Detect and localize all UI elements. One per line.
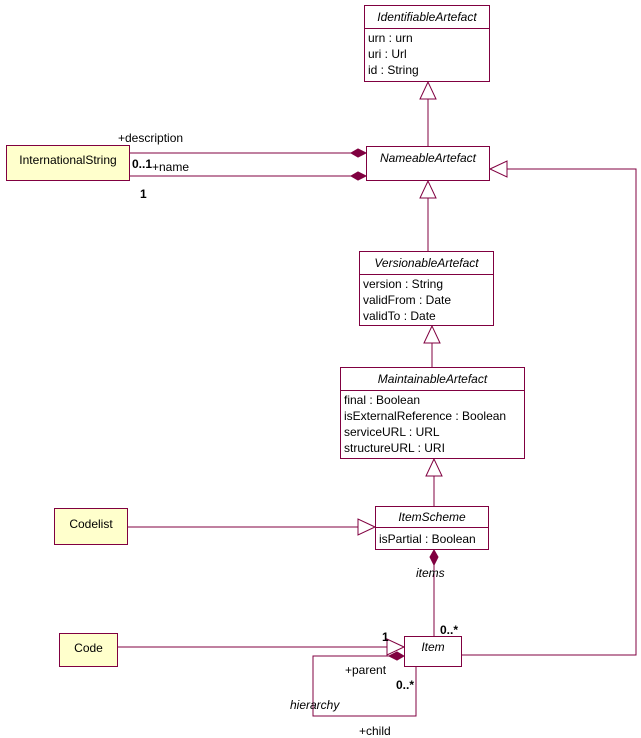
description-multiplicity-label: 0..1 [132,157,153,171]
attribute-list: version : String validFrom : Date validT… [360,275,493,324]
attribute: serviceURL : URL [344,425,440,439]
attribute: version : String [363,277,444,291]
attribute-list: urn : urn uri : Url id : String [365,29,489,78]
attribute-list: isPartial : Boolean [376,528,488,549]
parent-role-label: +parent [345,663,387,677]
child-role-label: +child [359,724,391,738]
child-multiplicity-label: 0..* [396,678,415,692]
hierarchy-association [312,655,417,717]
item-to-nameable-link [462,168,637,656]
composition-diamond [387,651,406,661]
attribute: urn : urn [368,31,413,45]
versionable-artefact-class[interactable]: VersionableArtefact version : String val… [359,251,494,326]
attribute: isPartial : Boolean [379,532,476,546]
attribute: final : Boolean [344,393,421,407]
generalization-arrowhead [423,324,441,344]
nameable-artefact-class[interactable]: NameableArtefact [366,146,490,181]
maintainable-artefact-class[interactable]: MaintainableArtefact final : Boolean isE… [340,367,525,459]
code-multiplicity-label: 1 [382,630,389,644]
item-class[interactable]: Item [404,636,462,667]
codelist-class[interactable]: Codelist [54,508,128,545]
attribute: id : String [368,63,419,77]
attribute: validTo : Date [363,309,436,323]
name-role-label: +name [152,160,190,174]
generalization-arrowhead [419,80,437,100]
attribute: isExternalReference : Boolean [344,409,507,423]
description-role-label: +description [118,131,184,145]
class-name: Code [74,641,103,655]
generalization-arrowhead [488,160,508,178]
composition-diamond [349,148,368,158]
attribute: validFrom : Date [363,293,452,307]
items-role-label: items [416,566,445,580]
composition-diamond [429,548,439,567]
items-multiplicity-label: 0..* [440,623,459,637]
composition-diamond [349,171,368,181]
attribute-list: final : Boolean isExternalReference : Bo… [341,391,524,456]
attribute: structureURL : URI [344,441,445,455]
name-multiplicity-label: 1 [140,187,147,201]
class-name: NameableArtefact [379,151,477,165]
class-name: ItemScheme [376,507,488,528]
class-name: VersionableArtefact [360,252,493,275]
class-name: InternationalString [19,153,117,167]
generalization-arrowhead [386,638,406,656]
generalization-arrowhead [419,179,437,199]
class-name: Codelist [69,517,113,531]
attribute: uri : Url [368,47,407,61]
generalization-arrowhead [425,457,443,477]
class-name: MaintainableArtefact [341,368,524,391]
identifiable-artefact-class[interactable]: IdentifiableArtefact urn : urn uri : Url… [364,5,490,82]
class-name: IdentifiableArtefact [365,6,489,29]
item-scheme-class[interactable]: ItemScheme isPartial : Boolean [375,506,489,550]
hierarchy-role-label: hierarchy [290,698,340,712]
generalization-arrowhead [357,518,377,536]
international-string-class[interactable]: InternationalString [6,145,130,181]
class-name: Item [421,640,445,654]
code-class[interactable]: Code [59,633,118,667]
